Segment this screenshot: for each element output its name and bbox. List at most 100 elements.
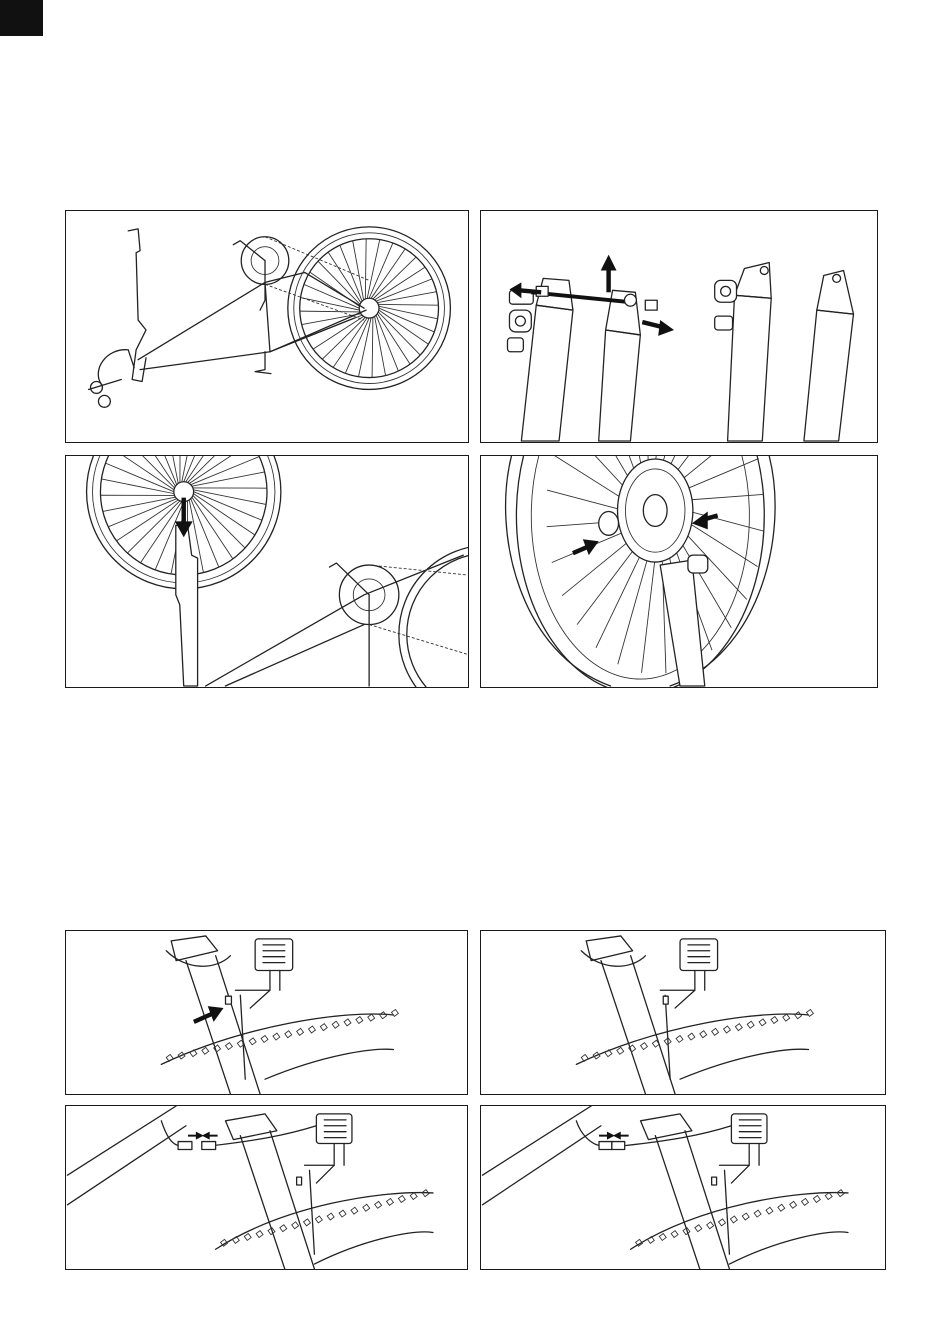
tread-knob (766, 1207, 773, 1214)
bolt-icon (663, 996, 668, 1004)
fork-leg-icon (481, 211, 877, 442)
headlight-icon (66, 1106, 467, 1269)
fork-icon (176, 525, 198, 686)
tread-knob (244, 1234, 251, 1241)
spoke (189, 456, 251, 483)
tread-knob (387, 1198, 394, 1205)
tread-knob (327, 1213, 334, 1220)
tread-knob (368, 1014, 375, 1021)
headlight-icon (66, 931, 467, 1094)
tread-knob (730, 1216, 737, 1223)
headlight-icon (481, 931, 885, 1094)
spoke (191, 457, 259, 485)
tread-knob (802, 1198, 809, 1205)
tread-knob (671, 1231, 678, 1238)
tread-knob (285, 1031, 292, 1038)
arrow-icon (599, 1132, 629, 1140)
tread-knob (380, 1012, 387, 1019)
spoke (373, 257, 416, 299)
spoke (367, 240, 380, 299)
spoke (101, 479, 174, 494)
tread-knob (676, 1036, 683, 1043)
front-wheel-icon (66, 456, 468, 687)
figure-headlight-cable-connected (480, 1105, 886, 1270)
tread-knob (292, 1222, 299, 1229)
bolt-icon (226, 996, 232, 1004)
tread-knob (297, 1028, 304, 1035)
tread-knob (795, 1012, 802, 1019)
rear-wheel-icon (288, 227, 451, 390)
tread-knob (320, 1024, 327, 1031)
spoke (127, 501, 180, 553)
tread-knob (825, 1193, 832, 1200)
spoke (365, 239, 366, 299)
tread-knob (344, 1019, 351, 1026)
figure-headlight-bolt-insert (65, 930, 468, 1095)
tread-knob (226, 1043, 233, 1050)
tread-knob (813, 1196, 820, 1203)
tread-knob (273, 1033, 280, 1040)
tread-knob (261, 1036, 268, 1043)
tread-knob (280, 1225, 287, 1232)
bolt-icon (712, 1177, 717, 1185)
tread-knob (754, 1210, 761, 1217)
spoke (322, 317, 365, 359)
tread-knob (700, 1031, 707, 1038)
figure-front-wheel-insert (65, 455, 469, 688)
tread-knob (724, 1026, 731, 1033)
tread-knob (712, 1028, 719, 1035)
headlight-icon (481, 1106, 885, 1269)
tread-knob (641, 1043, 648, 1050)
spoke (113, 456, 174, 490)
spoke (372, 317, 373, 377)
tread-knob (202, 1047, 209, 1054)
tread-knob (771, 1017, 778, 1024)
spoke (378, 304, 438, 305)
spoke (358, 318, 371, 377)
tread-knob (695, 1225, 702, 1232)
spoke (108, 499, 176, 527)
arrow-icon (194, 1006, 224, 1022)
tread-knob (410, 1193, 417, 1200)
tread-knob (339, 1210, 346, 1217)
figure-headlight-bolt-fitted (480, 930, 886, 1095)
tread-knob (363, 1204, 370, 1211)
tread-knob (356, 1017, 363, 1024)
tread-knob (398, 1196, 405, 1203)
spoke (193, 495, 245, 548)
spoke (193, 490, 266, 505)
arrow-icon (188, 1132, 218, 1140)
bolt-icon (297, 1177, 302, 1185)
tread-knob (719, 1219, 726, 1226)
brake-disc-icon (481, 456, 877, 687)
tread-knob (249, 1038, 256, 1045)
tread-knob (617, 1047, 624, 1054)
tread-knob (783, 1014, 790, 1021)
spoke (135, 456, 176, 486)
tread-knob (742, 1213, 749, 1220)
cable-connector-icon (599, 1142, 625, 1150)
tread-knob (256, 1231, 263, 1238)
tread-knob (351, 1207, 358, 1214)
bicycle-frame-icon (66, 211, 468, 442)
tread-knob (375, 1201, 382, 1208)
tread-knob (315, 1216, 322, 1223)
brake-caliper-icon (507, 290, 533, 351)
tread-knob (688, 1033, 695, 1040)
tread-knob (759, 1019, 766, 1026)
tread-knob (735, 1024, 742, 1031)
figure-brake-disc-alignment (480, 455, 878, 688)
spoke (379, 306, 438, 319)
page-corner-tab (0, 0, 43, 36)
figure-bike-upside-down (65, 210, 469, 443)
tread-knob (707, 1222, 714, 1229)
tread-knob (659, 1234, 666, 1241)
tread-knob (332, 1021, 339, 1028)
tread-knob (308, 1026, 315, 1033)
tread-knob (304, 1219, 311, 1226)
figure-fork-axle-removal (480, 210, 878, 443)
tread-knob (778, 1204, 785, 1211)
spoke (149, 456, 177, 485)
spoke (300, 311, 360, 312)
wheel-hub-icon (643, 495, 667, 527)
